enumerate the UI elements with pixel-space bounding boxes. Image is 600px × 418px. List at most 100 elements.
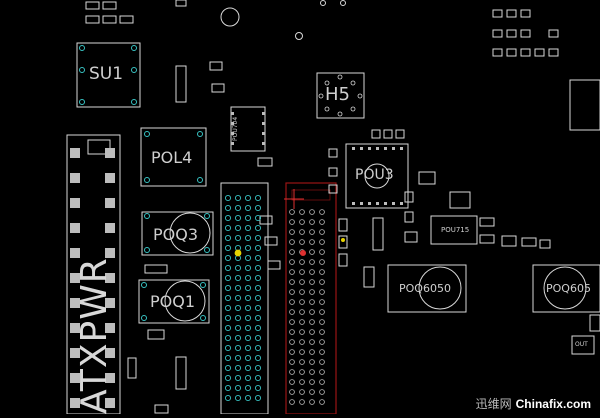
connector-pin[interactable] xyxy=(244,284,252,292)
connector-pin[interactable] xyxy=(319,209,325,215)
connector-pin[interactable] xyxy=(254,314,262,322)
connector-pin[interactable] xyxy=(234,214,242,222)
connector-pin[interactable] xyxy=(289,219,295,225)
connector-pin[interactable] xyxy=(254,284,262,292)
connector-pin[interactable] xyxy=(299,289,305,295)
connector-pin[interactable] xyxy=(289,369,295,375)
connector-pin[interactable] xyxy=(254,224,262,232)
connector-pin[interactable] xyxy=(309,269,315,275)
connector-pin[interactable] xyxy=(299,349,305,355)
connector-pin[interactable] xyxy=(254,294,262,302)
connector-pin[interactable] xyxy=(289,379,295,385)
connector-pin[interactable] xyxy=(289,249,295,255)
connector-pin[interactable] xyxy=(234,274,242,282)
connector-pin[interactable] xyxy=(319,269,325,275)
connector-pin[interactable] xyxy=(224,374,232,382)
connector-pin[interactable] xyxy=(224,204,232,212)
connector-pin[interactable] xyxy=(299,339,305,345)
connector-pin[interactable] xyxy=(289,299,295,305)
connector-pin[interactable] xyxy=(224,334,232,342)
connector-pin[interactable] xyxy=(299,219,305,225)
connector-pin[interactable] xyxy=(319,279,325,285)
connector-pin[interactable] xyxy=(289,329,295,335)
connector-pin[interactable] xyxy=(289,339,295,345)
connector-pin[interactable] xyxy=(244,314,252,322)
connector-pin[interactable] xyxy=(299,259,305,265)
connector-pin[interactable] xyxy=(254,384,262,392)
connector-pin[interactable] xyxy=(319,289,325,295)
connector-pin[interactable] xyxy=(224,194,232,202)
connector-pin[interactable] xyxy=(254,334,262,342)
connector-pin[interactable] xyxy=(234,284,242,292)
connector-pin[interactable] xyxy=(234,394,242,402)
connector-pin[interactable] xyxy=(319,319,325,325)
connector-pin[interactable] xyxy=(289,229,295,235)
connector-pin[interactable] xyxy=(319,329,325,335)
connector-pin[interactable] xyxy=(234,204,242,212)
connector-pin[interactable] xyxy=(289,359,295,365)
connector-pin[interactable] xyxy=(244,364,252,372)
connector-pin[interactable] xyxy=(234,364,242,372)
component-poq605[interactable] xyxy=(532,264,600,313)
connector-pin[interactable] xyxy=(289,389,295,395)
connector-pin[interactable] xyxy=(309,289,315,295)
connector-pin[interactable] xyxy=(244,384,252,392)
connector-pin[interactable] xyxy=(244,344,252,352)
connector-pin[interactable] xyxy=(299,269,305,275)
connector-pin[interactable] xyxy=(309,369,315,375)
connector-pin[interactable] xyxy=(309,229,315,235)
connector-pin[interactable] xyxy=(299,279,305,285)
connector-pin[interactable] xyxy=(319,349,325,355)
connector-pin[interactable] xyxy=(244,204,252,212)
connector-pin[interactable] xyxy=(244,374,252,382)
connector-pin[interactable] xyxy=(289,349,295,355)
connector-pin[interactable] xyxy=(309,349,315,355)
component-poq3[interactable] xyxy=(141,211,214,256)
connector-pin[interactable] xyxy=(309,299,315,305)
connector-pin[interactable] xyxy=(289,319,295,325)
connector-pin[interactable] xyxy=(254,364,262,372)
connector-pin[interactable] xyxy=(309,249,315,255)
connector-pin[interactable] xyxy=(244,214,252,222)
connector-pin[interactable] xyxy=(309,309,315,315)
connector-pin[interactable] xyxy=(224,274,232,282)
connector-pin[interactable] xyxy=(254,344,262,352)
connector-pin[interactable] xyxy=(244,254,252,262)
connector-pin[interactable] xyxy=(309,239,315,245)
connector-pin[interactable] xyxy=(309,259,315,265)
connector-pin[interactable] xyxy=(244,334,252,342)
connector-pin[interactable] xyxy=(319,249,325,255)
connector-pin[interactable] xyxy=(299,229,305,235)
connector-pin[interactable] xyxy=(299,319,305,325)
connector-pin[interactable] xyxy=(224,354,232,362)
connector-pin[interactable] xyxy=(244,354,252,362)
connector-pin[interactable] xyxy=(299,299,305,305)
component-h5[interactable] xyxy=(316,72,365,119)
connector-pin[interactable] xyxy=(244,264,252,272)
connector-pin[interactable] xyxy=(234,374,242,382)
connector-pin[interactable] xyxy=(319,239,325,245)
connector-pin[interactable] xyxy=(234,314,242,322)
connector-pin[interactable] xyxy=(224,384,232,392)
connector-pin[interactable] xyxy=(319,339,325,345)
connector-pin[interactable] xyxy=(309,339,315,345)
connector-pin[interactable] xyxy=(289,239,295,245)
connector-pin[interactable] xyxy=(289,259,295,265)
connector-pin[interactable] xyxy=(319,229,325,235)
connector-pin[interactable] xyxy=(234,234,242,242)
connector-pin[interactable] xyxy=(254,234,262,242)
connector-pin[interactable] xyxy=(254,304,262,312)
connector-pin[interactable] xyxy=(224,284,232,292)
connector-pin[interactable] xyxy=(289,309,295,315)
connector-pin[interactable] xyxy=(244,274,252,282)
connector-pin[interactable] xyxy=(309,219,315,225)
connector-pin[interactable] xyxy=(254,274,262,282)
connector-pin[interactable] xyxy=(309,329,315,335)
connector-pin[interactable] xyxy=(299,379,305,385)
connector-pin[interactable] xyxy=(224,394,232,402)
connector-pin[interactable] xyxy=(309,279,315,285)
component-pou3[interactable] xyxy=(345,129,409,209)
connector-pin[interactable] xyxy=(254,214,262,222)
connector-pin[interactable] xyxy=(244,194,252,202)
connector-left-grid[interactable] xyxy=(220,182,269,415)
